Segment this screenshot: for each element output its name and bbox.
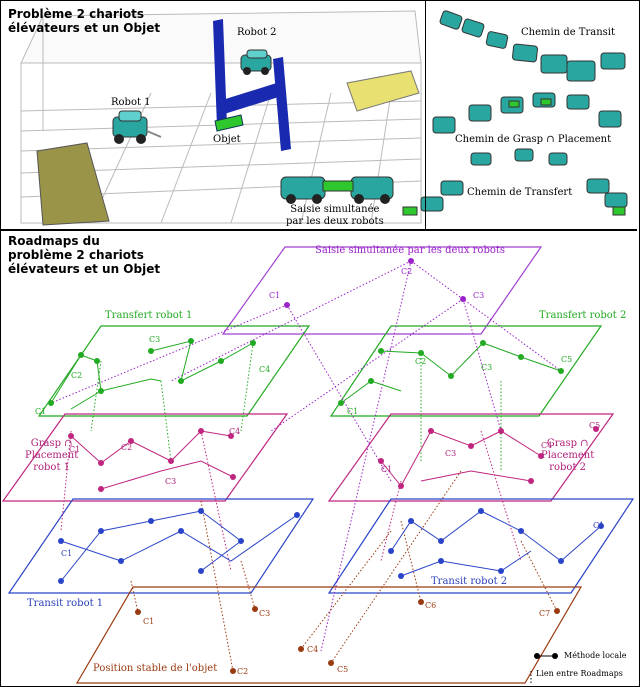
grasp2-plane-label: Grasp ∩ Placement robot 2 [541,438,594,474]
grasp1-plane-label: Grasp ∩ Placement robot 1 [25,438,78,474]
grasp2-placement: Placement [541,450,595,461]
bottom-title: Roadmaps du problème 2 chariots élévateu… [8,234,160,276]
node-label-c2-transfert1: C2 [71,371,83,380]
top-panel-3d-scene: Problème 2 chariots élévateurs et un Obj… [1,1,637,229]
roadmap-transit-nodes [58,508,604,584]
roadmap-transit-edges [60,510,602,582]
transit2-plane-label: Transit robot 2 [431,576,508,587]
chemin-placement-text: Placement [557,134,612,145]
objet-label: Objet [213,134,241,145]
wall-3 [273,57,291,151]
node-label-c4-position: C4 [307,645,319,654]
robot-2-model [240,49,272,75]
pallet-right [346,70,420,112]
top-panel-divider [425,1,426,229]
top-title-line2: élévateurs et un Objet [8,21,161,35]
roadmap-grasp-edges [70,430,542,490]
node-label-c2-position: C2 [237,667,249,676]
plane-transit-2 [327,498,635,594]
node-label-c1-transfert1: C1 [35,407,47,416]
node-label-c1-transit1: C1 [61,549,73,558]
grasp1-symbol: ∩ [64,438,73,449]
grasp1-robot: robot 1 [33,462,71,473]
top-title: Problème 2 chariots élévateurs et un Obj… [8,7,160,35]
legend-local-method: Méthode locale [564,651,627,660]
node-label-c2-grasp1: C2 [121,443,133,452]
legend-roadmap-link: Lien entre Roadmaps [536,669,623,678]
roadmap-transfert-nodes [48,338,564,406]
chemin-grasp-label: Chemin de Grasp ∩ Placement [455,134,611,145]
node-label-c5-transfert2: C5 [561,355,573,364]
node-label-c5-position: C5 [337,665,349,674]
node-label-c2-transfert2: C2 [415,357,427,366]
roadmaps-panel: Roadmaps du problème 2 chariots élévateu… [1,231,637,685]
plane-position-stable [75,586,583,684]
node-label-c1-saisie: C1 [269,291,281,300]
chemin-grasp-text: Chemin de Grasp [455,134,544,145]
plane-transit-1 [7,498,315,594]
bottom-title-line2: problème 2 chariots [8,248,144,262]
roadmaps-diagram [1,246,635,684]
plane-grasp-2 [327,413,615,502]
node-label-c3-transfert1: C3 [149,335,161,344]
grasp2-robot: robot 2 [549,462,587,473]
roadmap-saisie-nodes [284,258,466,308]
node-label-c3-grasp1: C3 [165,477,177,486]
node-label-c1-grasp1: C1 [69,445,81,454]
transit1-plane-label: Transit robot 1 [27,598,104,609]
robot-1-model [112,110,162,144]
node-label-c3-transfert2: C3 [481,363,493,372]
roadmap-position-nodes [135,599,560,674]
bottom-title-line1: Roadmaps du [8,234,100,248]
node-label-c5-grasp2: C5 [589,421,601,430]
saisie-label: Saisie simultanée par les deux robots [286,204,384,228]
saisie-label-line2: par les deux robots [286,216,384,227]
transfert2-plane-label: Transfert robot 2 [539,310,627,321]
node-label-c4-grasp2: C4 [541,441,553,450]
grasp2-symbol: ∩ [580,438,589,449]
position-plane-label: Position stable de l'objet [93,663,218,674]
pallet-left [36,142,110,226]
saisie-label-line1: Saisie simultanée [290,204,380,215]
node-label-c1-position: C1 [143,617,155,626]
saisie-plane-label: Saisie simultanée par les deux robots [315,245,506,256]
roadmap-transfert-edges [50,340,562,410]
top-title-line1: Problème 2 chariots [8,7,145,21]
bottom-title-line3: élévateurs et un Objet [8,262,161,276]
right-object-paths [402,98,626,216]
node-label-c1-transit2: C1 [593,521,605,530]
chemin-transfert-label: Chemin de Transfert [467,187,573,198]
roadmap-grasp-nodes [68,426,599,492]
robot1-label: Robot 1 [111,97,151,108]
node-label-c3-position: C3 [259,609,271,618]
intersection-symbol: ∩ [546,134,555,145]
top-scene-drawing [20,10,628,226]
legend-graphics [530,653,558,683]
node-label-c2-saisie: C2 [401,267,413,276]
saisie-model [280,176,394,204]
transfert1-plane-label: Transfert robot 1 [105,310,193,321]
plane-transfert-2 [329,325,603,417]
node-label-c6-position: C6 [425,601,437,610]
plane-saisie [221,246,543,335]
panel-divider [1,229,637,231]
object-model [214,114,244,132]
roadmap-links [50,260,562,672]
grasp1-placement: Placement [25,450,79,461]
grasp2-word: Grasp [546,438,577,449]
robot2-label: Robot 2 [237,27,277,38]
plane-transfert-1 [37,325,311,417]
node-label-c7-position: C7 [539,609,551,618]
node-label-c4-grasp1: C4 [229,427,241,436]
node-label-c3-grasp2: C3 [445,449,457,458]
node-label-c3-saisie: C3 [473,291,485,300]
grasp1-word: Grasp [30,438,61,449]
wall-2 [219,81,285,115]
chemin-transit-label: Chemin de Transit [521,27,616,38]
node-label-c1-transfert2: C1 [347,407,359,416]
plane-grasp-1 [1,413,289,502]
node-label-c1-grasp2: C1 [381,465,393,474]
right-robot-paths [420,10,628,212]
node-label-c4-transfert1: C4 [259,365,271,374]
